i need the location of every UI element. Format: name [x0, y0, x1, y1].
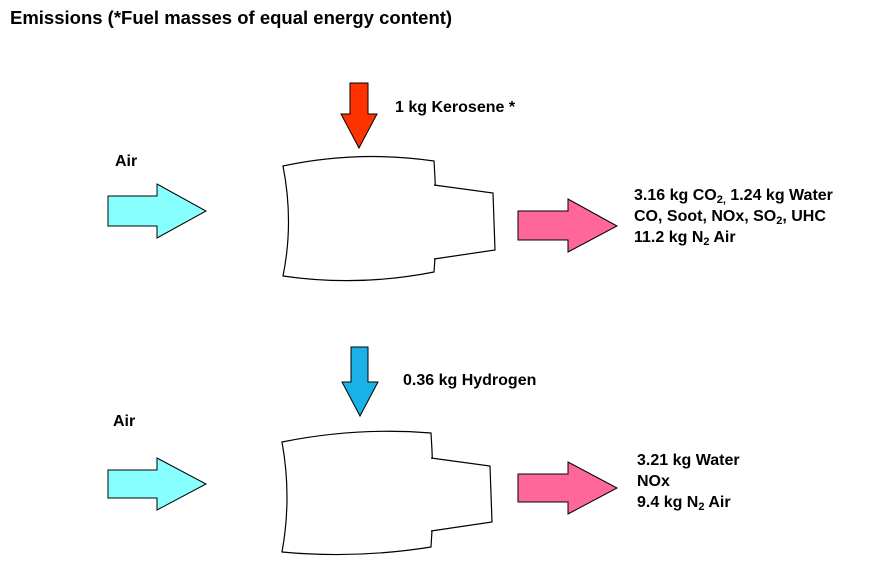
- kerosene-emissions-line-3: 11.2 kg N2 Air: [634, 229, 736, 248]
- kerosene-emissions-text: 3.16 kg CO2, 1.24 kg Water CO, Soot, NOx…: [634, 185, 833, 248]
- hydrogen-emissions-line-2: NOx: [637, 473, 670, 490]
- kerosene-fuel-label: 1 kg Kerosene *: [395, 99, 516, 116]
- kerosene-air-label: Air: [115, 153, 138, 170]
- hydrogen-engine-body: [281, 430, 434, 556]
- hydrogen-fuel-label: 0.36 kg Hydrogen: [403, 372, 537, 389]
- kerosene-air-arrow: [107, 183, 208, 239]
- hydrogen-emissions-text: 3.21 kg Water NOx 9.4 kg N2 Air: [637, 450, 740, 513]
- kerosene-engine-group: [107, 82, 619, 282]
- hydrogen-engine-group: [107, 346, 619, 556]
- kerosene-engine-body: [282, 155, 437, 282]
- hydrogen-engine-nozzle: [430, 457, 493, 532]
- hydrogen-air-arrow: [107, 457, 208, 511]
- kerosene-fuel-arrow: [340, 82, 378, 150]
- kerosene-emissions-line-2: CO, Soot, NOx, SO2, UHC: [634, 208, 826, 227]
- hydrogen-air-label: Air: [113, 413, 136, 430]
- diagram-title: Emissions (*Fuel masses of equal energy …: [10, 7, 453, 28]
- kerosene-exhaust-arrow: [517, 198, 619, 253]
- hydrogen-fuel-arrow: [341, 346, 379, 418]
- hydrogen-exhaust-arrow: [517, 461, 619, 515]
- hydrogen-emissions-line-1: 3.21 kg Water: [637, 452, 740, 469]
- hydrogen-emissions-line-3: 9.4 kg N2 Air: [637, 494, 731, 513]
- kerosene-emissions-line-1: 3.16 kg CO2, 1.24 kg Water: [634, 187, 833, 206]
- kerosene-engine-nozzle: [433, 184, 496, 260]
